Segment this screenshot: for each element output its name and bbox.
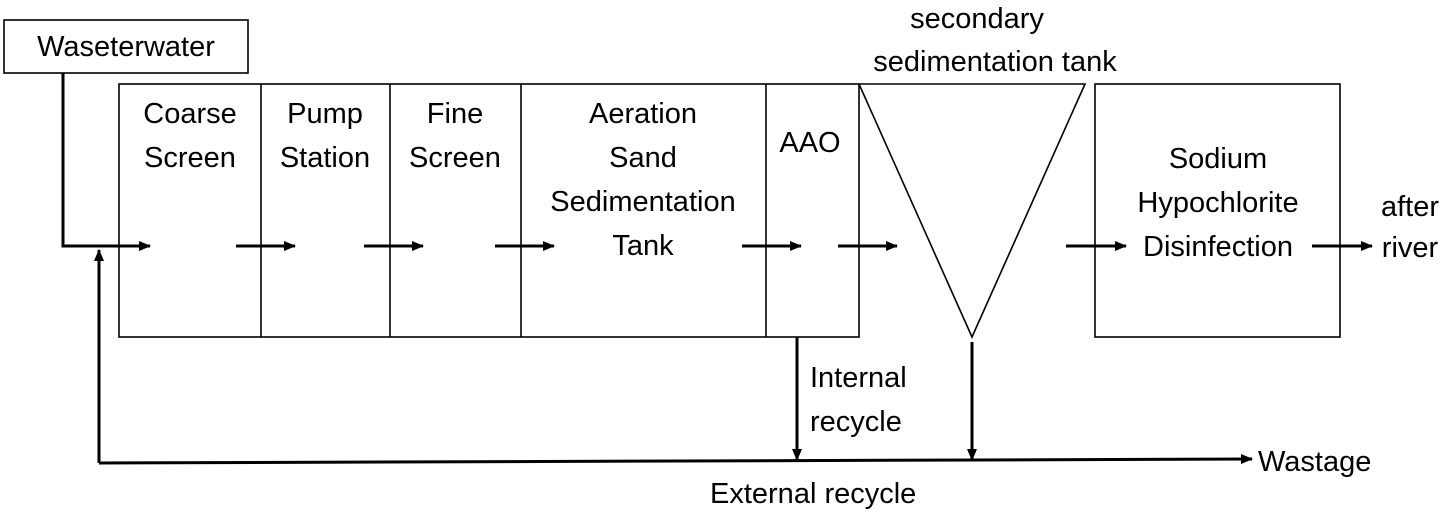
stage-coarse-screen-line1: Coarse: [143, 98, 237, 130]
main-process-block: [118, 83, 860, 338]
secondary-tank-label-line2: sedimentation tank: [873, 46, 1117, 78]
stage-disinfection-line3: Disinfection: [1143, 231, 1293, 263]
inflow-line: [61, 73, 151, 251]
input-label: Waseterwater: [37, 31, 215, 63]
stage-aeration-line1: Aeration: [589, 98, 697, 130]
stage-aeration-line2: Sand: [609, 142, 677, 174]
stage-fine-screen-line2: Screen: [409, 142, 501, 174]
stage-coarse-screen-line2: Screen: [144, 142, 236, 174]
stage-fine-screen-line1: Fine: [427, 98, 483, 130]
stage-aeration-line4: Tank: [612, 230, 674, 262]
input-box: [3, 19, 249, 74]
wastage-line: [98, 454, 1253, 465]
stage-pump-station-line1: Pump: [287, 98, 363, 130]
disinfection-box: [1094, 83, 1341, 338]
stage-disinfection-line2: Hypochlorite: [1137, 187, 1298, 219]
stage-aao: AAO: [779, 127, 840, 159]
stage-disinfection-line1: Sodium: [1169, 143, 1267, 175]
stage-pump-station-line2: Station: [280, 142, 370, 174]
secondary-tank-label-line1: secondary: [910, 3, 1044, 35]
external-recycle-label: External recycle: [710, 478, 916, 510]
stage-aeration-line3: Sedimentation: [550, 186, 735, 218]
wastage-label: Wastage: [1258, 446, 1371, 478]
output-label-line2: river: [1382, 232, 1439, 264]
output-label-line1: after: [1381, 191, 1439, 223]
secondary-sedimentation-tank-shape: [857, 83, 1087, 339]
internal-recycle-label-line2: recycle: [810, 406, 902, 438]
internal-recycle-label-line1: Internal: [810, 362, 907, 394]
